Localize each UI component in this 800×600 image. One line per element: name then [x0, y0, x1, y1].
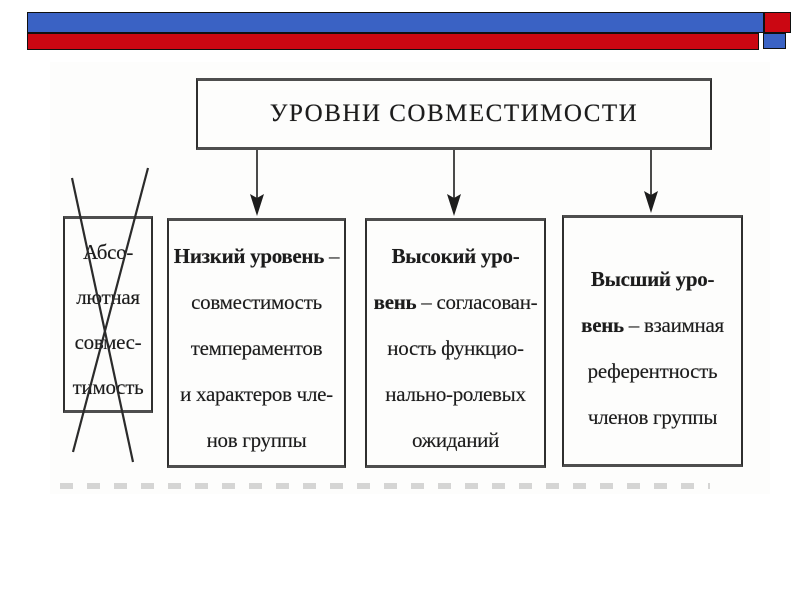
level-box-low: Низкий уровень – совместимость темпераме…	[167, 218, 346, 468]
line-text: и характеров чле-	[180, 382, 333, 406]
line-text-bold: вень	[373, 290, 417, 314]
level-box-high: Высокий уро- вень – согласован- ность фу…	[365, 218, 546, 468]
box-line: нально-ролевых	[367, 371, 544, 417]
box-line: Низкий уровень –	[169, 233, 344, 279]
line-text: нально-ролевых	[385, 382, 526, 406]
line-text-bold: вень	[581, 313, 624, 337]
box-line: Высокий уро-	[367, 233, 544, 279]
line-text: – взаимная	[623, 313, 724, 337]
box-line: вень – согласован-	[367, 279, 544, 325]
crossed-box-line: тимость	[72, 375, 144, 399]
box-line: референтность	[564, 348, 741, 394]
box-line: совместимость	[169, 279, 344, 325]
line-text-bold: Низкий уровень	[173, 244, 325, 268]
box-line: и характеров чле-	[169, 371, 344, 417]
banner-blue-bar	[27, 12, 764, 33]
banner-red-square	[764, 12, 791, 33]
diagram-title: УРОВНИ СОВМЕСТИМОСТИ	[269, 100, 639, 127]
box-line: ность функцио-	[367, 325, 544, 371]
box-line: членов группы	[564, 394, 741, 440]
crossed-out-box-absolute: Абсо- лютная совмес- тимость	[63, 216, 153, 413]
scan-noise-artifact	[60, 483, 710, 489]
line-text: референтность	[587, 359, 718, 383]
box-line: темпераментов	[169, 325, 344, 371]
line-text-bold: Высший уро-	[590, 267, 715, 291]
line-text: ность функцио-	[387, 336, 524, 360]
line-text: – согласован-	[416, 290, 538, 314]
crossed-box-line: совмес-	[74, 330, 142, 354]
banner-red-bar	[27, 33, 759, 50]
crossed-box-line: лютная	[76, 285, 140, 309]
line-text: совместимость	[191, 290, 322, 314]
box-line: ожиданий	[367, 417, 544, 463]
diagram-title-box: УРОВНИ СОВМЕСТИМОСТИ	[196, 78, 712, 150]
line-text: нов группы	[206, 428, 307, 452]
line-text: темпераментов	[190, 336, 323, 360]
crossed-box-line: Абсо-	[82, 240, 134, 264]
line-text: ожиданий	[411, 428, 500, 452]
level-box-highest: Высший уро- вень – взаимная референтност…	[562, 215, 743, 467]
line-text-bold: Высокий уро-	[391, 244, 520, 268]
box-line: нов группы	[169, 417, 344, 463]
line-text: –	[324, 244, 340, 268]
box-line: вень – взаимная	[564, 302, 741, 348]
line-text: членов группы	[587, 405, 718, 429]
banner-blue-square	[763, 33, 786, 49]
box-line: Высший уро-	[564, 256, 741, 302]
